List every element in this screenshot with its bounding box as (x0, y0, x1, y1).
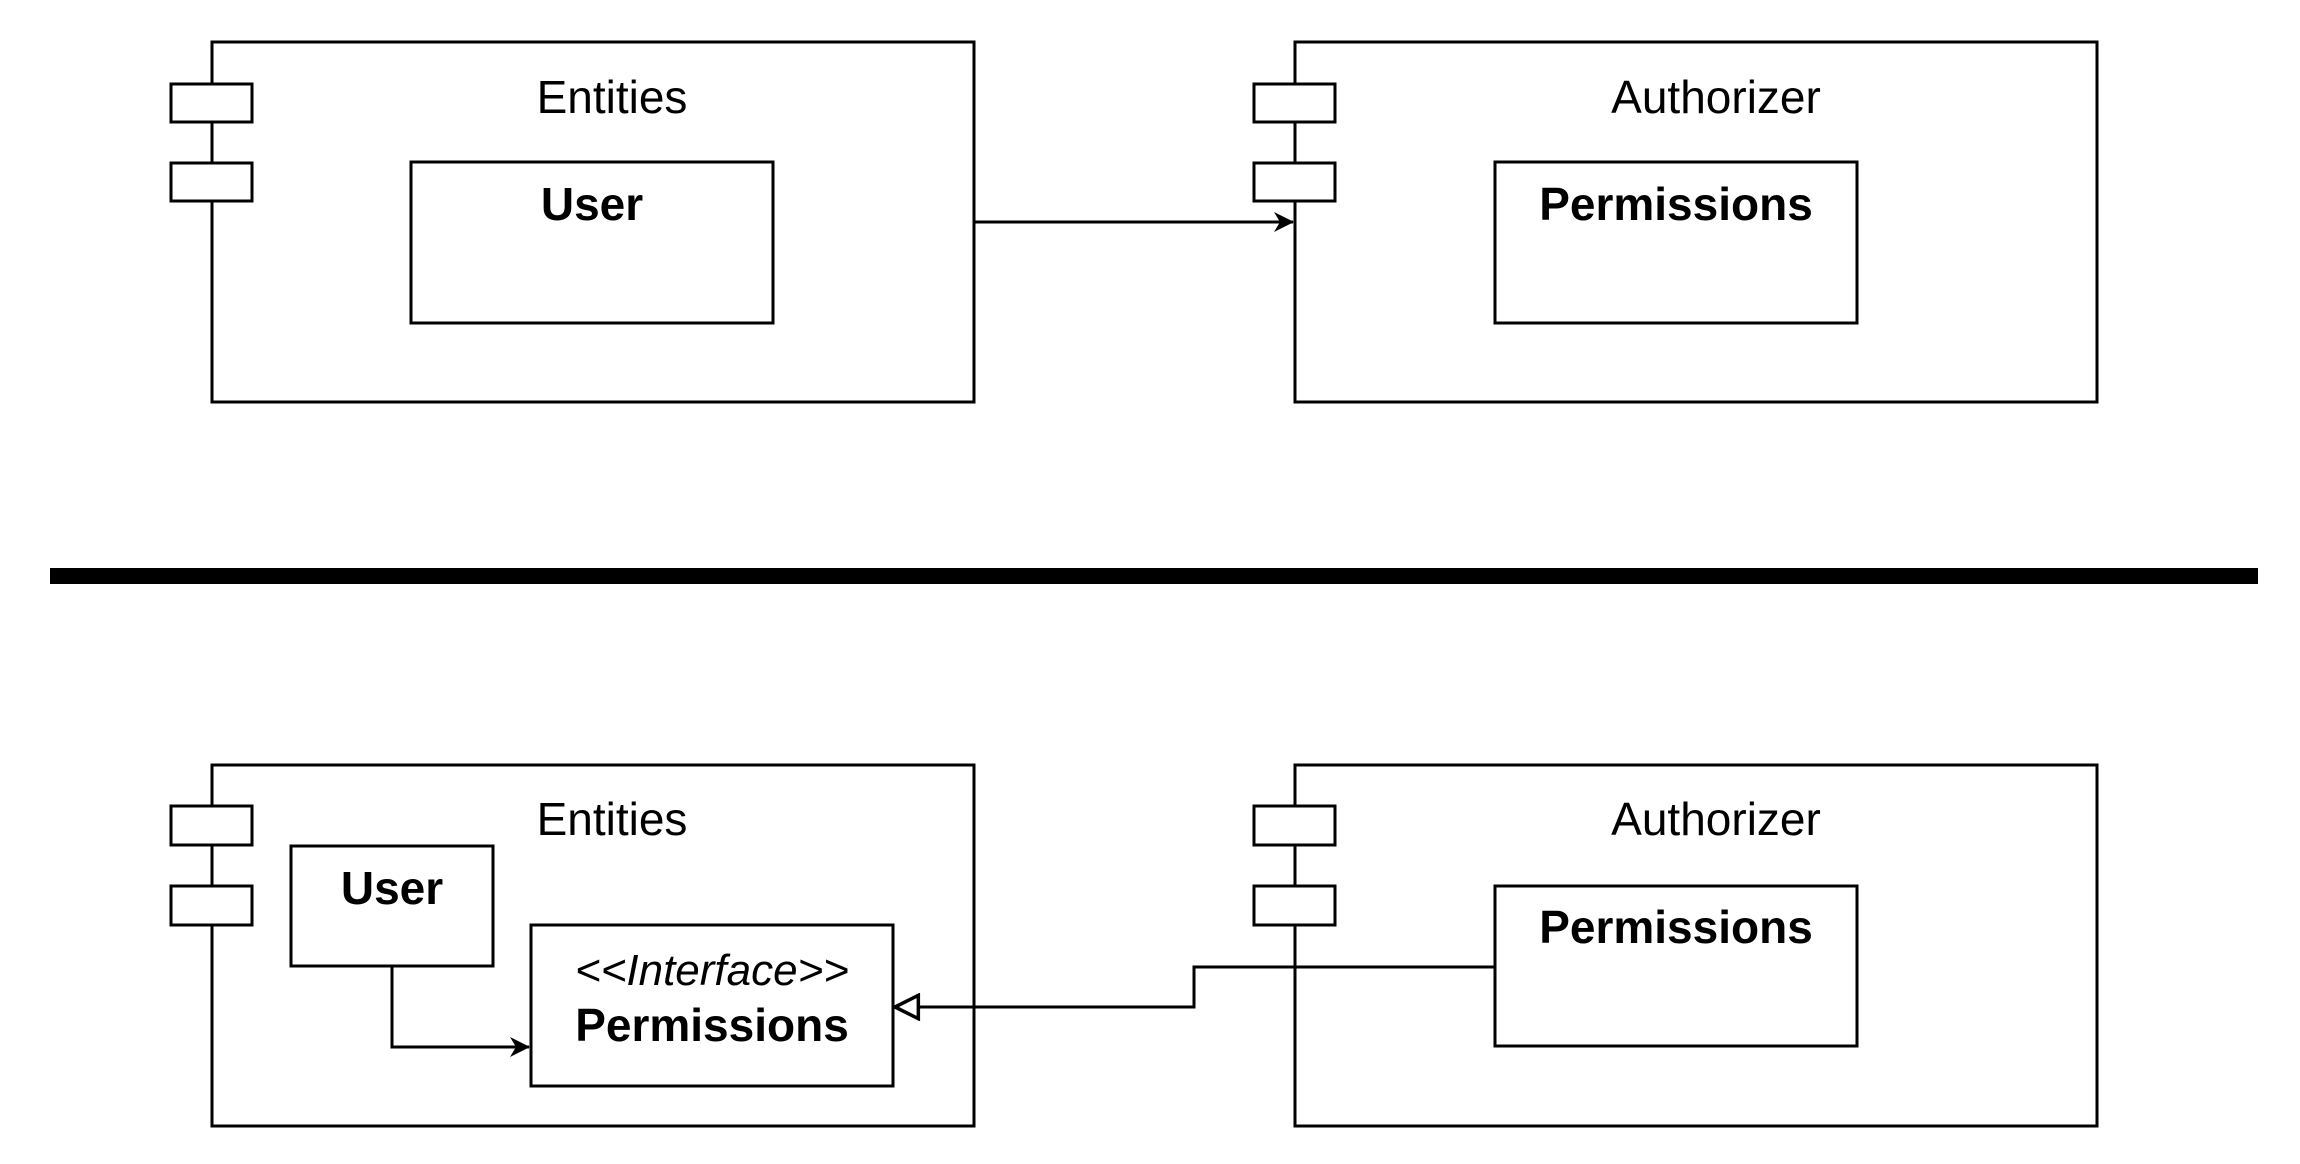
bottom-diagram: Entities User <<Interface>> Permissions … (169, 763, 2099, 1128)
top-permissions-box (1493, 160, 1859, 325)
bottom-authorizer-port-2 (1252, 884, 1337, 927)
top-authorizer-port-2 (1252, 161, 1337, 203)
bottom-authorizer-title: Authorizer (1611, 793, 1821, 845)
top-authorizer-port-1 (1252, 82, 1337, 124)
top-permissions-node: Permissions (1493, 160, 1859, 325)
top-authorizer-component: Authorizer Permissions (1252, 40, 2099, 404)
bottom-user-node: User (289, 844, 495, 968)
bottom-entities-port-1 (169, 804, 254, 847)
bottom-user-label: User (341, 862, 443, 914)
bottom-interface-stereotype: <<Interface>> (575, 946, 849, 995)
bottom-entities-title: Entities (537, 793, 688, 845)
bottom-user-to-interface-arrow (390, 966, 530, 1057)
top-authorizer-title: Authorizer (1611, 71, 1821, 123)
bottom-authorizer-port-1 (1252, 804, 1337, 847)
top-entities-port-1 (169, 82, 254, 124)
top-user-label: User (541, 178, 643, 230)
bottom-permissions-label: Permissions (1539, 901, 1813, 953)
bottom-permissions-node: Permissions (1493, 884, 1859, 1048)
bottom-entities-component: Entities User <<Interface>> Permissions (169, 763, 976, 1128)
bottom-interface-node: <<Interface>> Permissions (529, 923, 895, 1088)
top-diagram: Entities User Authorizer Permissions (169, 40, 2099, 404)
bottom-realization-arrow (895, 965, 1495, 1007)
bottom-user-box (289, 844, 495, 968)
section-divider (50, 568, 2258, 584)
bottom-entities-port-2 (169, 884, 254, 927)
top-permissions-label: Permissions (1539, 178, 1813, 230)
top-entities-title: Entities (537, 71, 688, 123)
top-entities-component: Entities User (169, 40, 976, 404)
top-entities-port-2 (169, 161, 254, 203)
bottom-authorizer-component: Authorizer Permissions (1252, 763, 2099, 1128)
bottom-interface-label: Permissions (575, 999, 849, 1051)
top-user-box (409, 160, 775, 325)
top-user-node: User (409, 160, 775, 325)
